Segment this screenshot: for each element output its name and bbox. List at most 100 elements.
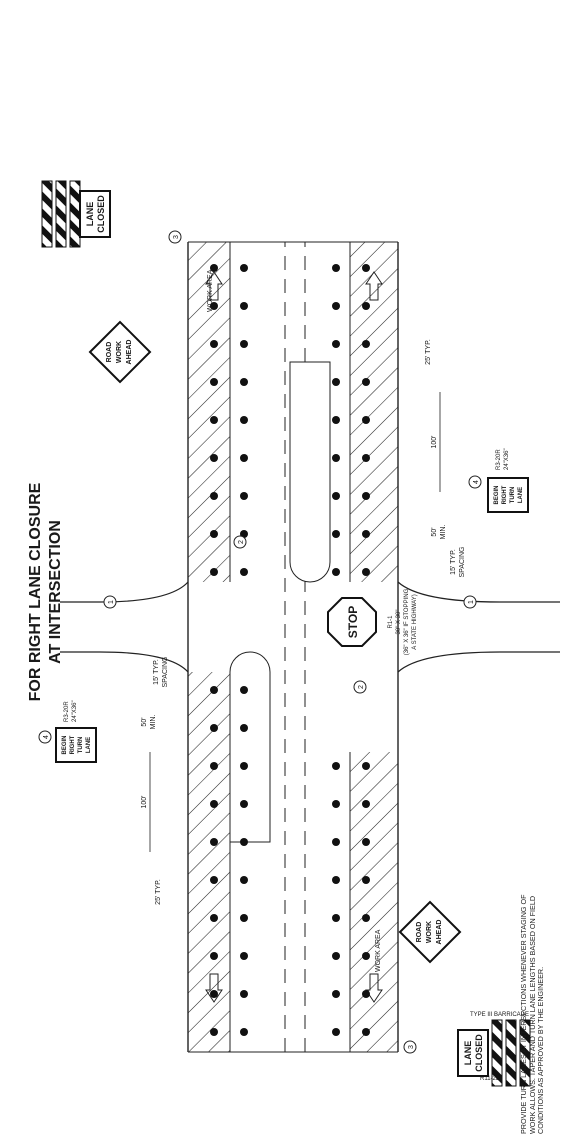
svg-text:AHEAD: AHEAD (126, 340, 133, 365)
channelizing-device (240, 302, 248, 310)
channelizing-device (210, 762, 218, 770)
channelizing-device (332, 914, 340, 922)
svg-text:CLOSED: CLOSED (96, 195, 106, 233)
channelizing-device (210, 686, 218, 694)
channelizing-device (240, 568, 248, 576)
channelizing-device (210, 990, 218, 998)
svg-text:WORK: WORK (426, 921, 433, 943)
work-area-hatch-right-top (188, 242, 230, 582)
channelizing-device (362, 762, 370, 770)
begin-right-turn-sign-lower: BEGIN RIGHT TURN LANE R3-20R 24"X36" (55, 700, 97, 763)
svg-text:30" X 30": 30" X 30" (396, 610, 402, 635)
svg-text:15' TYP.: 15' TYP. (450, 549, 457, 575)
channelizing-device (210, 492, 218, 500)
svg-text:SPACING: SPACING (459, 547, 466, 578)
svg-text:25' TYP.: 25' TYP. (425, 339, 432, 365)
lane-closed-sign-left: R11-2L LANE CLOSED TYPE III BARRICADE (457, 1012, 531, 1087)
begin-right-turn-sign-upper: BEGIN RIGHT TURN LANE R3-20R 24"X36" (487, 448, 529, 513)
channelizing-device (332, 800, 340, 808)
channelizing-device (210, 838, 218, 846)
channelizing-device (362, 914, 370, 922)
svg-text:2: 2 (358, 685, 365, 689)
channelizing-device (240, 1028, 248, 1036)
channelizing-device (240, 686, 248, 694)
svg-text:1: 1 (468, 600, 475, 604)
dimensions: 100' 50' MIN. 25' TYP. 15' TYP. SPACING … (141, 339, 466, 905)
channelizing-device (332, 416, 340, 424)
channelizing-device (362, 340, 370, 348)
channelizing-device (240, 724, 248, 732)
channelizing-device (240, 264, 248, 272)
svg-text:LANE: LANE (85, 202, 95, 227)
road-work-ahead-sign-right: ROAD WORK AHEAD (88, 320, 152, 384)
channelizing-device (362, 990, 370, 998)
svg-text:1: 1 (108, 600, 115, 604)
svg-text:STOP: STOP (346, 606, 360, 638)
channelizing-device (240, 492, 248, 500)
channelizing-device (332, 568, 340, 576)
lane-closed-sign-right: LANE CLOSED (41, 180, 111, 248)
channelizing-device (332, 762, 340, 770)
channelizing-device (362, 952, 370, 960)
svg-text:MIN.: MIN. (150, 715, 157, 730)
channelizing-device (240, 838, 248, 846)
svg-text:50': 50' (141, 717, 148, 726)
svg-text:LANE: LANE (86, 737, 92, 753)
svg-text:ROAD: ROAD (106, 342, 113, 363)
svg-text:RIGHT: RIGHT (502, 485, 508, 504)
channelizing-device (210, 952, 218, 960)
channelizing-device (362, 568, 370, 576)
roadway (60, 241, 560, 1053)
work-area-hatch-left-bottom (350, 752, 398, 1052)
channelizing-device (332, 990, 340, 998)
svg-text:ROAD: ROAD (416, 922, 423, 943)
svg-text:TURN: TURN (510, 487, 516, 504)
svg-text:LANE: LANE (518, 487, 524, 503)
svg-text:50': 50' (431, 527, 438, 536)
svg-text:RIGHT: RIGHT (70, 735, 76, 754)
svg-text:A STATE HIGHWAY): A STATE HIGHWAY) (412, 594, 418, 649)
channelizing-device (210, 378, 218, 386)
svg-text:15' TYP.: 15' TYP. (153, 659, 160, 685)
svg-text:24"X36": 24"X36" (504, 448, 510, 470)
svg-text:100': 100' (141, 795, 148, 808)
svg-text:MIN.: MIN. (440, 525, 447, 540)
channelizing-device (332, 952, 340, 960)
svg-text:2: 2 (238, 540, 245, 544)
channelizing-device (332, 378, 340, 386)
svg-text:AHEAD: AHEAD (436, 920, 443, 945)
channelizing-device (362, 838, 370, 846)
channelizing-device (240, 454, 248, 462)
channelizing-device (210, 800, 218, 808)
arrow-left-bottom (365, 973, 383, 1003)
channelizing-device (210, 568, 218, 576)
svg-text:R1-1: R1-1 (388, 615, 394, 629)
svg-text:LANE: LANE (463, 1041, 473, 1066)
general-note: PROVIDE TURN LANES AT INTERSECTIONS WHEN… (519, 894, 546, 1134)
channelizing-device (210, 724, 218, 732)
plan-title: FOR RIGHT LANE CLOSURE AT INTERSECTION (27, 482, 64, 701)
channelizing-device (240, 762, 248, 770)
channelizing-device (332, 340, 340, 348)
channelizing-device (362, 800, 370, 808)
work-area-label-left: WORK AREA (375, 929, 382, 972)
road-work-ahead-sign-left: ROAD WORK AHEAD (398, 900, 462, 964)
svg-text:100': 100' (431, 435, 438, 448)
svg-text:R3-20R: R3-20R (64, 701, 70, 722)
svg-text:BEGIN: BEGIN (494, 485, 500, 504)
channelizing-device (240, 914, 248, 922)
channelizing-device (210, 530, 218, 538)
channelizing-device (240, 990, 248, 998)
channelizing-device (210, 1028, 218, 1036)
channelizing-device (332, 264, 340, 272)
svg-text:3: 3 (173, 235, 180, 239)
svg-text:R3-20R: R3-20R (496, 449, 502, 470)
channelizing-device (240, 340, 248, 348)
svg-text:WORK: WORK (116, 341, 123, 363)
arrow-right-bottom (365, 271, 383, 301)
channelizing-device (362, 454, 370, 462)
channelizing-device (362, 876, 370, 884)
svg-text:25' TYP.: 25' TYP. (155, 879, 162, 905)
